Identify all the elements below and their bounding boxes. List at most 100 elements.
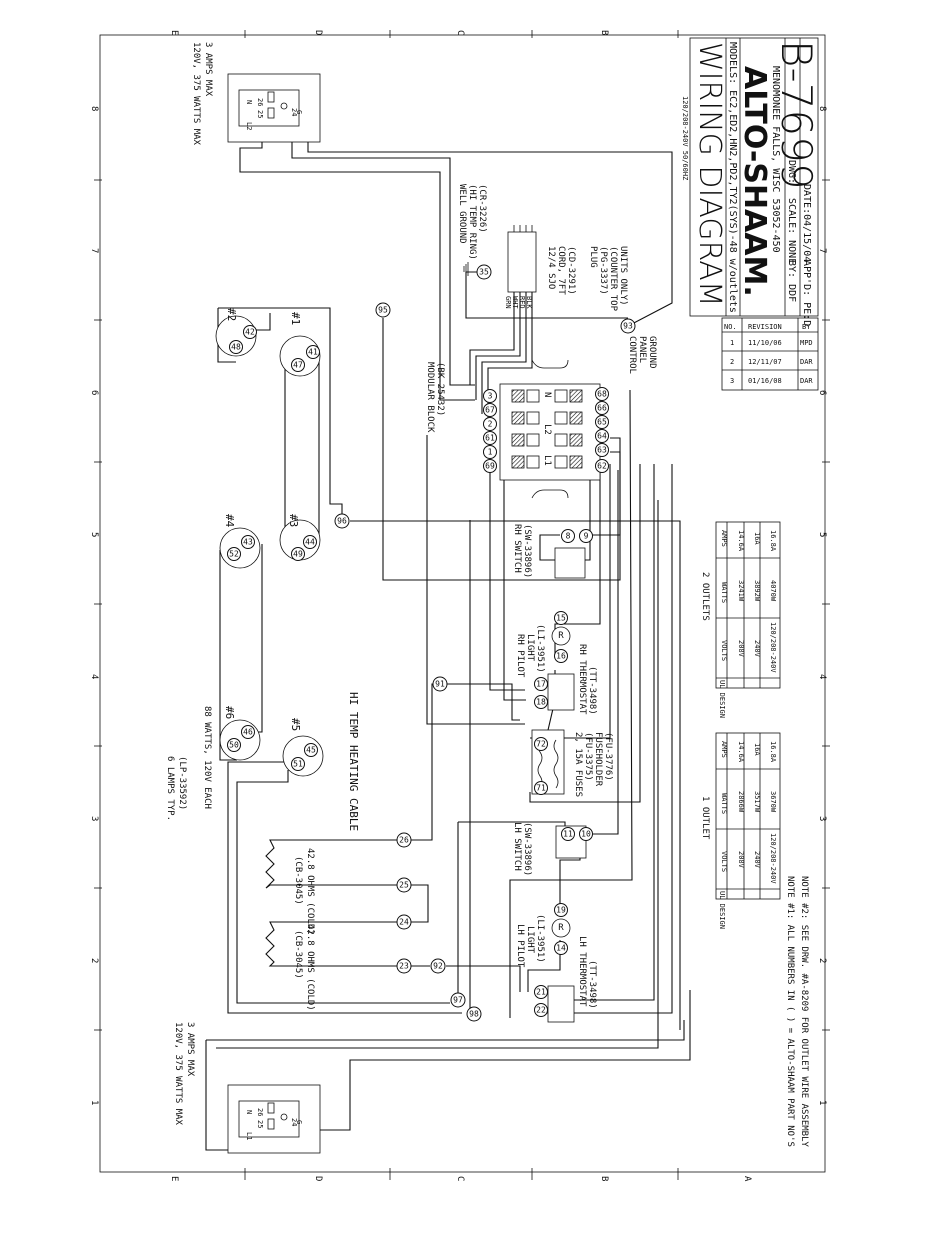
rh-switch-label: (SW-33896): [522, 524, 532, 578]
outlet-terminal-label: G: [295, 1120, 303, 1124]
svg-text:69: 69: [485, 462, 495, 471]
cord-wire-label: RED: [518, 296, 526, 309]
node-63: 63: [595, 443, 609, 457]
well-ground-label: (HI TEMP RING): [467, 184, 477, 260]
node-64: 64: [595, 429, 609, 443]
rh-pilot-label: RH PILOT: [515, 634, 525, 678]
table-side-label: UL DESIGN: [718, 891, 726, 929]
models-label: MODELS: EC2,ED2,HN2,PD2,TY2(SYS)-48 w/ou…: [727, 42, 738, 313]
rev-header: REVISION: [748, 323, 782, 331]
grid-number: 2: [817, 958, 827, 963]
table-cell: 240V: [753, 851, 761, 869]
svg-text:71: 71: [536, 784, 546, 793]
node-14: 14: [554, 941, 568, 955]
grid-number: 6: [89, 390, 99, 395]
outlet-terminal-label: N: [245, 100, 253, 104]
title-block: WIRING DIAGRAM MODELS: EC2,ED2,HN2,PD2,T…: [689, 37, 821, 326]
fuse-label: (FU-3375): [583, 732, 593, 781]
grid-number: 3: [817, 816, 827, 821]
grid-number: 7: [817, 248, 827, 253]
svg-text:14: 14: [556, 944, 566, 953]
svg-text:97: 97: [453, 996, 463, 1005]
fuse-label: (FU-3776): [603, 732, 613, 781]
bottom-outlet: N L1 26 25 24 G 120V, 375 WATTS MAX 3 AM…: [173, 1022, 321, 1154]
node-66: 66: [595, 401, 609, 415]
grid-letter: C: [455, 30, 465, 35]
node-98: 98: [466, 1006, 482, 1022]
grid-number: 8: [89, 106, 99, 111]
svg-text:41: 41: [308, 348, 318, 357]
node-15: 15: [554, 611, 568, 625]
node-10: 10: [579, 827, 593, 841]
node-95: 95: [375, 302, 391, 318]
lh-thermostat-label: (TT-3498): [587, 960, 597, 1009]
approved-by: APP'D: PE:D: [801, 260, 812, 326]
power-cord: GRN WHT RED BLK 12/4 SJO CORD, 7FT (CD-3…: [469, 225, 628, 430]
node-71: 71: [534, 781, 548, 795]
rh-pilot-label: (LI-3951): [535, 624, 545, 673]
svg-text:21: 21: [536, 988, 546, 997]
grid-letter: B: [599, 30, 609, 35]
node-69: 69: [483, 459, 497, 473]
node-25: 25: [396, 877, 412, 893]
fuse-label: FUSEHOLDER: [593, 732, 603, 787]
outlet-terminal-label: 25: [256, 110, 264, 118]
grid-ticks: [94, 30, 830, 1180]
rev-header: NO.: [724, 323, 737, 331]
rev-cell: MPD: [800, 339, 813, 347]
svg-text:43: 43: [243, 538, 253, 547]
sheet-border: [99, 34, 826, 1173]
node-42: 42: [243, 325, 257, 339]
node-19: 19: [554, 903, 568, 917]
node-65: 65: [595, 415, 609, 429]
node-51: 51: [291, 757, 305, 771]
top-outlet: N L2 26 25 24 G 120V, 375 WATTS MAX 3 AM…: [191, 42, 321, 146]
well-ground: WELL GROUND (HI TEMP RING) (CR-3226): [457, 184, 487, 276]
svg-text:50: 50: [229, 741, 239, 750]
lamp-id: #2: [225, 308, 238, 321]
lh-thermostat-label: LH THERMOSTAT: [577, 936, 587, 1007]
node-22: 22: [534, 1003, 548, 1017]
outlet-terminal-label: 24: [290, 1118, 298, 1126]
svg-text:10: 10: [581, 830, 591, 839]
table-cell: 3241W: [737, 580, 745, 602]
svg-text:17: 17: [536, 680, 546, 689]
node-45: 45: [304, 743, 318, 757]
grid-number: 3: [89, 816, 99, 821]
node-1: 1: [483, 445, 497, 459]
svg-text:51: 51: [293, 760, 303, 769]
node-96: 96: [334, 513, 350, 529]
table-cell: 120/208-240V: [769, 833, 777, 884]
node-68: 68: [595, 387, 609, 401]
node-49: 49: [291, 547, 305, 561]
grid-number: 2: [89, 958, 99, 963]
resistor-top-label: (CB-3045): [293, 856, 303, 905]
node-9: 9: [579, 529, 593, 543]
svg-text:R: R: [558, 923, 564, 933]
svg-text:91: 91: [435, 680, 445, 689]
node-47: 47: [291, 358, 305, 372]
svg-text:68: 68: [597, 390, 607, 399]
table-cell: 14.6A: [737, 741, 745, 763]
svg-text:16: 16: [556, 652, 566, 661]
fuse-label: 2, 15A FUSES: [573, 732, 583, 797]
table-header: AMPS: [720, 530, 728, 547]
date: DATE:04/15/04: [801, 184, 812, 262]
node-61: 61: [483, 431, 497, 445]
svg-text:45: 45: [306, 746, 316, 755]
rh-switch: RH SWITCH (SW-33896): [512, 524, 586, 579]
grid-letter: B: [599, 1176, 609, 1181]
node-18: 18: [534, 695, 548, 709]
cord-wire-label: WHT: [511, 296, 519, 309]
node-41: 41: [306, 345, 320, 359]
svg-text:2: 2: [488, 420, 493, 429]
modular-block-label: (BK-25432): [435, 362, 445, 416]
modular-block-label: MODULAR BLOCK: [425, 362, 435, 433]
rev-cell: 01/16/08: [748, 377, 782, 385]
node-2: 2: [483, 417, 497, 431]
plug-label: (PG-3337): [598, 246, 608, 295]
outlet-terminal-label: 26: [256, 98, 264, 106]
svg-text:92: 92: [433, 962, 443, 971]
cable-label: HI TEMP HEATING CABLE: [347, 692, 360, 831]
block-label: L1: [542, 455, 552, 466]
